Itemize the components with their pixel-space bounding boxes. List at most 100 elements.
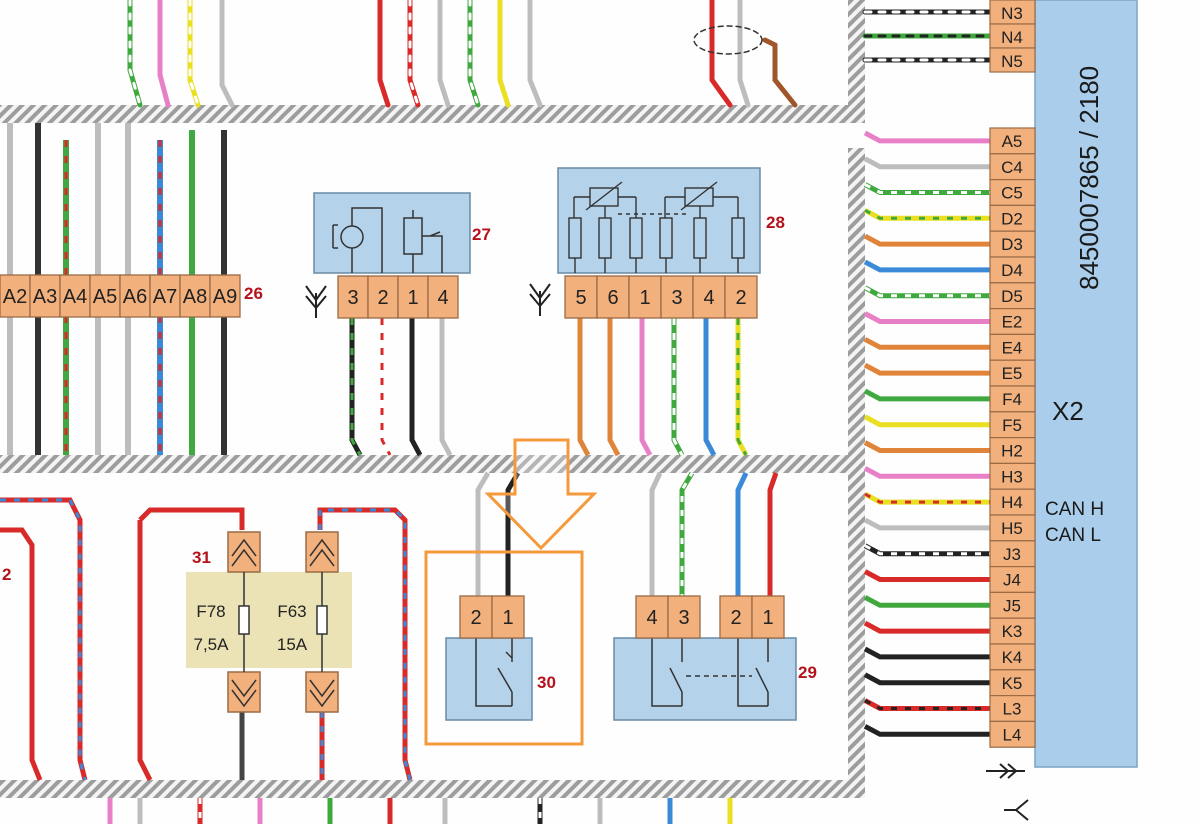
ecu-main-pin-label: D5 (1001, 287, 1023, 306)
component-27-pin-label: 2 (377, 287, 388, 309)
fuse-elements (238, 605, 328, 635)
component-28-pin-box (564, 275, 598, 319)
ecu-main-pin-box (989, 669, 1036, 697)
component-30-pin-box (491, 595, 525, 639)
fuse-f63-rating: 15A (277, 635, 308, 654)
component-29-right-pin-label: 2 (730, 607, 741, 629)
ecu-main-pin-box (989, 411, 1036, 439)
fuse-f78-name: F78 (196, 602, 225, 621)
component-30-pin-label: 2 (470, 607, 481, 629)
harness-top-horizontal (0, 105, 865, 123)
ecu-main-pin-label: L3 (1003, 700, 1022, 719)
ecu-main-pin-box (989, 385, 1036, 413)
fuse-f78-rating: 7,5A (194, 635, 230, 654)
ecu-main-pin-label: H5 (1001, 519, 1023, 538)
component-29-left-pin-label: 4 (646, 607, 657, 629)
component-27-pin-label: 4 (437, 287, 448, 309)
component-29 (613, 637, 797, 721)
potentiometer-symbols (568, 181, 745, 273)
connector-26-pin-label: A5 (93, 286, 117, 308)
ecu-main-pin-label: K5 (1002, 674, 1023, 693)
ecu-main-pin-box (989, 540, 1036, 568)
ecu-main-pin-label: L4 (1003, 725, 1022, 744)
component-28-label: 28 (766, 213, 785, 232)
component-27-pin-box (337, 275, 369, 319)
component-28-pin-box (692, 275, 726, 319)
harness-trunks (0, 0, 865, 798)
ecu-main-pin-box (989, 127, 1036, 155)
harness-mid-horizontal (0, 455, 865, 473)
component-28-pin-box (724, 275, 758, 319)
component-28-pin-box (628, 275, 662, 319)
component-28 (557, 167, 761, 274)
highlight-box (424, 550, 584, 746)
ecu-main-pins: A5C4C5D2D3D4D5E2E4E5F4F5H2H3H4H5J3J4J5K3… (989, 127, 1036, 748)
component-28-pin-label: 3 (671, 287, 682, 309)
ecu-main-pin-box (989, 359, 1036, 387)
edge-fragment-label: 2 (2, 565, 11, 584)
ground-symbol-27 (305, 285, 327, 318)
fuse-f63-name: F63 (277, 602, 306, 621)
component-28-pin-label: 4 (703, 287, 714, 309)
lower-wires (0, 471, 779, 824)
ecu-main-pin-label: H4 (1001, 493, 1023, 512)
connector-26-pin-label: A3 (33, 286, 57, 308)
harness-top-vertical (848, 0, 865, 123)
connector-26-pin-box (89, 274, 121, 318)
ecu-main-pin-box (989, 333, 1036, 361)
ecu-main-pin-label: D4 (1001, 261, 1023, 280)
ecu-main-pin-box (989, 256, 1036, 284)
component-28-pin-label: 6 (607, 287, 618, 309)
ecu-main-pin-label: D3 (1001, 235, 1023, 254)
component-27-pin-label: 3 (347, 287, 358, 309)
component-28-pin-label: 1 (639, 287, 650, 309)
connector-end-symbol (986, 763, 1025, 779)
motor-symbol (332, 207, 383, 273)
dual-switch-symbol (651, 638, 769, 707)
ecu-main-pin-label: C4 (1001, 158, 1023, 177)
component-30-box (445, 637, 533, 721)
ecu-part-number: 8450007865 / 2180 (1074, 66, 1104, 290)
ecu-main-pin-label: J3 (1003, 545, 1021, 564)
component-30-pin-label: 1 (502, 607, 513, 629)
ecu-main-pin-box (989, 462, 1036, 490)
connector-fork-symbol (1004, 799, 1029, 821)
component-27 (313, 192, 471, 274)
component-28-pin-label: 2 (735, 287, 746, 309)
component-29-right-pin-box (751, 595, 785, 639)
connector-26-pin-box (209, 274, 241, 318)
ecu-top-pin-label: N4 (1001, 28, 1023, 47)
ecu-main-pin-box (989, 565, 1036, 593)
connector-26-label: 26 (244, 284, 263, 303)
ecu-main-pin-label: J5 (1003, 596, 1021, 615)
component-27-wires (349, 318, 453, 457)
component-29-left-pin-box (667, 595, 701, 639)
component-29-label: 29 (798, 663, 817, 682)
ecu-main-pin-box (989, 488, 1036, 516)
harness-mid-vertical (848, 148, 865, 798)
ecu-main-pin-label: H2 (1001, 442, 1023, 461)
component-27-pin-box (427, 275, 459, 319)
ecu-main-pin-label: K4 (1002, 648, 1023, 667)
component-29-right-pin-label: 1 (762, 607, 773, 629)
ecu-main-pin-label: F4 (1002, 390, 1022, 409)
component-29-left-pin-label: 3 (678, 607, 689, 629)
ecu-main-pin-label: E2 (1002, 313, 1023, 332)
ecu-connector-label: X2 (1052, 396, 1084, 426)
harness-bottom-horizontal (0, 780, 865, 798)
ecu-top-pin-box (989, 23, 1036, 49)
ecu-wires (863, 130, 990, 737)
ecu-main-pin-box (989, 308, 1036, 336)
ecu-main-pin-label: E4 (1002, 338, 1023, 357)
highlight-arrow (484, 438, 598, 551)
ecu-main-pin-box (989, 720, 1036, 748)
fuse-block (186, 531, 352, 713)
